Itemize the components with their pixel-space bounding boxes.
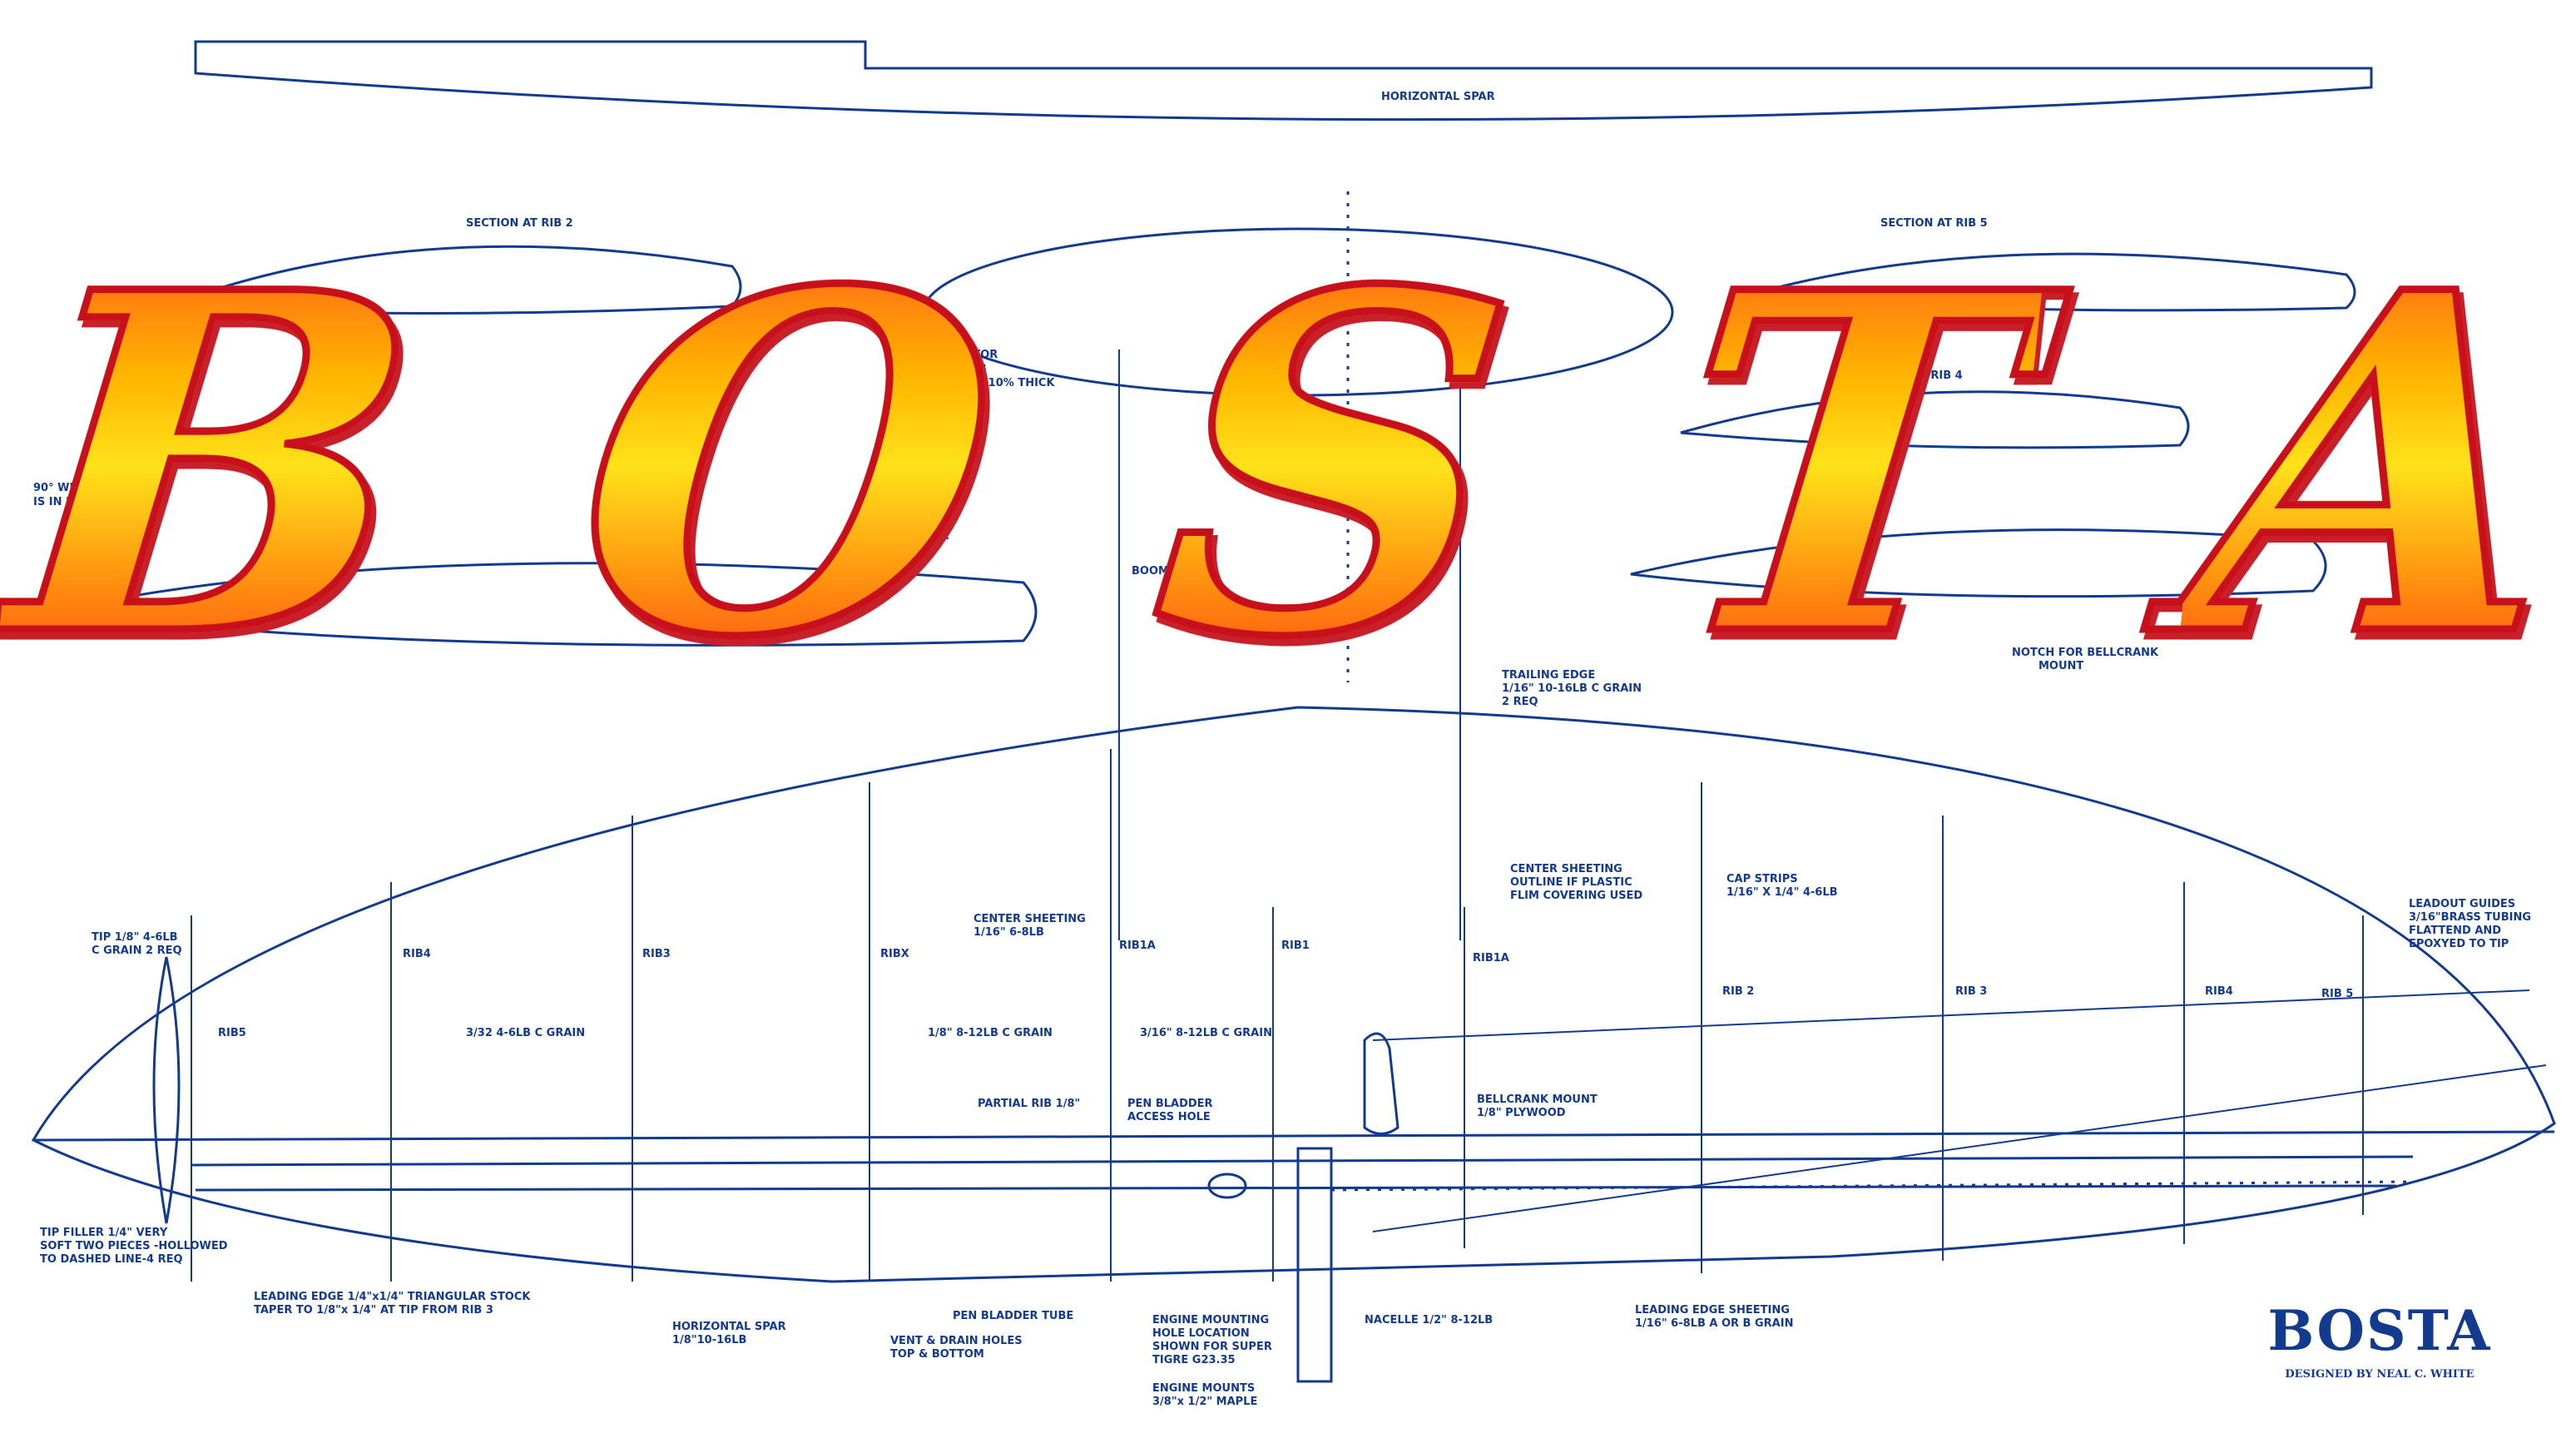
pen-bladder-access-hole bbox=[1207, 1173, 1247, 1199]
label-rib3-l: RIB3 bbox=[642, 948, 671, 960]
label-engine-mount-1: ENGINE MOUNTING bbox=[1152, 1314, 1269, 1326]
label-ribx: RIBX bbox=[880, 948, 909, 960]
label-tip-2: C GRAIN 2 REQ bbox=[92, 945, 182, 957]
label-rib1: RIB1 bbox=[1281, 940, 1310, 952]
label-leading-1: LEADING EDGE 1/4"x1/4" TRIANGULAR STOCK bbox=[254, 1291, 531, 1303]
label-engine-mount-2: HOLE LOCATION bbox=[1152, 1327, 1250, 1340]
label-section-rib2: SECTION AT RIB 2 bbox=[466, 217, 573, 230]
label-rib4-l: RIB4 bbox=[403, 948, 431, 960]
label-rib2-r: RIB 2 bbox=[1722, 985, 1754, 998]
airfoil-rib2 bbox=[166, 245, 742, 315]
label-kwik: KWIK-LINK bbox=[1219, 429, 1285, 442]
leadout-line-2 bbox=[1372, 1064, 2547, 1232]
airfoil-rib1a bbox=[49, 562, 1038, 647]
label-partial-rib: PARTIAL RIB 1/8" bbox=[978, 1098, 1080, 1110]
airfoil-rib5 bbox=[1746, 252, 2356, 312]
label-section-rib4: SECTION AT RIB 4 bbox=[1855, 369, 1963, 382]
label-center-sheet-r1: CENTER SHEETING bbox=[1510, 863, 1622, 875]
plan-title-block: BOSTA DESIGNED BY NEAL C. WHITE bbox=[2205, 1298, 2554, 1381]
label-cap-2: 1/16" X 1/4" 4-6LB bbox=[1726, 886, 1838, 899]
label-rib5-l: RIB5 bbox=[218, 1027, 246, 1039]
nacelle-outline bbox=[1296, 1147, 1333, 1383]
label-tip-filler-1: TIP FILLER 1/4" VERY bbox=[40, 1227, 168, 1239]
horizontal-spar-outline bbox=[194, 40, 2373, 121]
label-leadout-3: FLATTEND AND bbox=[2409, 925, 2501, 937]
label-booms: BOOMS bbox=[1132, 565, 1177, 578]
label-bellcrank-1: BELLCRANK MOUNT bbox=[1477, 1093, 1598, 1106]
spar-line-2 bbox=[195, 1184, 2397, 1192]
label-vert-1: INS VERTICALLY bbox=[2413, 615, 2509, 627]
label-neutral-2: IS IN NEUTRAL bbox=[33, 496, 122, 508]
label-vent-1: VENT & DRAIN HOLES bbox=[890, 1335, 1023, 1347]
label-grain-316: 3/16" 8-12LB C GRAIN bbox=[1140, 1027, 1272, 1039]
label-notch-1: NOTCH FOR BELLCRANK bbox=[2012, 647, 2159, 659]
leadout-line bbox=[1372, 989, 2530, 1041]
label-grain-18: 1/8" 8-12LB C GRAIN bbox=[928, 1027, 1053, 1039]
label-du-bro: DU BRO bbox=[1219, 415, 1266, 428]
label-leadout-1: LEADOUT GUIDES bbox=[2409, 898, 2515, 910]
label-vent-2: TOP & BOTTOM bbox=[890, 1348, 984, 1361]
label-center-sheet-r2: OUTLINE IF PLASTIC bbox=[1510, 876, 1632, 889]
label-tip-filler-3: TO DASHED LINE-4 REQ bbox=[40, 1253, 183, 1266]
label-engine-mounts-2: 3/8"x 1/2" MAPLE bbox=[1152, 1396, 1257, 1408]
label-pen-access-1: PEN BLADDER bbox=[1127, 1098, 1213, 1110]
label-cap-1: CAP STRIPS bbox=[1726, 873, 1798, 885]
label-pen-access-2: ACCESS HOLE bbox=[1127, 1111, 1211, 1123]
label-leading-2: TAPER TO 1/8"x 1/4" AT TIP FROM RIB 3 bbox=[254, 1304, 493, 1317]
label-hspar-1: HORIZONTAL SPAR bbox=[672, 1321, 786, 1333]
label-leadout-4: EPOXYED TO TIP bbox=[2409, 938, 2509, 950]
label-rib4-r: RIB4 bbox=[2205, 985, 2233, 998]
label-engine-mount-3: SHOWN FOR SUPER bbox=[1152, 1341, 1272, 1353]
label-notch-2: MOUNT bbox=[2039, 660, 2083, 672]
label-le-sheet-1: LEADING EDGE SHEETING bbox=[1635, 1304, 1790, 1317]
label-trailing-3: 2 REQ bbox=[1502, 696, 1538, 708]
spar-line bbox=[191, 1155, 2414, 1167]
airfoil-rib-right bbox=[1630, 528, 2327, 598]
designer-credit: DESIGNED BY NEAL C. WHITE bbox=[2285, 1368, 2474, 1381]
label-trailing-2: 1/16" 10-16LB C GRAIN bbox=[1502, 682, 1642, 695]
label-neutral-1: 90° WHEN STABIL bbox=[33, 482, 141, 494]
label-horizontal-spar-top: HORIZONTAL SPAR bbox=[1381, 91, 1495, 103]
label-leadout-2: 3/16"BRASS TUBING bbox=[2409, 911, 2531, 924]
label-center-sheet-r3: FLIM COVERING USED bbox=[1510, 890, 1642, 902]
stabilator-outline bbox=[922, 227, 1674, 397]
label-engine-mounts-1: ENGINE MOUNTS bbox=[1152, 1382, 1255, 1395]
label-vert-2: AL SPAR bbox=[2413, 628, 2464, 641]
label-rib1a-l: RIB1A bbox=[1119, 940, 1156, 952]
label-rib3-r: RIB 3 bbox=[1955, 985, 1987, 998]
label-rib5-r: RIB 5 bbox=[2321, 988, 2353, 1000]
label-stabilator-3: SHAPE TO 10% THICK bbox=[924, 377, 1055, 389]
leading-edge-line bbox=[32, 1130, 2555, 1142]
label-engine-mount-4: TIGRE G23.35 bbox=[1152, 1354, 1236, 1366]
label-outline-rib1a: LINE FOR RIB 1A bbox=[849, 530, 949, 543]
label-stabilator-2: 1/4" 4-6LB bbox=[924, 363, 987, 375]
label-nacelle: NACELLE 1/2" 8-12LB bbox=[1365, 1314, 1493, 1326]
label-le-sheet-2: 1/16" 6-8LB A OR B GRAIN bbox=[1635, 1317, 1793, 1330]
wingtip-piece bbox=[152, 956, 181, 1224]
label-center-sheet-l2: 1/16" 6-8LB bbox=[973, 926, 1044, 939]
label-hspar-2: 1/8"10-16LB bbox=[672, 1334, 746, 1346]
wing-planform-outline bbox=[31, 706, 2556, 1283]
label-rib1a-r: RIB1A bbox=[1473, 952, 1509, 964]
bellcrank bbox=[1363, 1032, 1399, 1135]
label-section-rib5: SECTION AT RIB 5 bbox=[1880, 217, 1988, 230]
label-grain-332: 3/32 4-6LB C GRAIN bbox=[466, 1027, 585, 1039]
label-pen-tube: PEN BLADDER TUBE bbox=[953, 1310, 1073, 1322]
plan-title: BOSTA bbox=[2267, 1298, 2492, 1363]
label-stabilator: STABILATOR bbox=[924, 349, 998, 361]
label-bellcrank-2: 1/8" PLYWOOD bbox=[1477, 1107, 1566, 1119]
label-tip-filler-2: SOFT TWO PIECES -HOLLOWED bbox=[40, 1240, 228, 1252]
label-tip-1: TIP 1/8" 4-6LB bbox=[92, 931, 178, 944]
airfoil-rib4 bbox=[1680, 390, 2190, 449]
label-trailing-1: TRAILING EDGE bbox=[1502, 669, 1595, 682]
label-center-sheet-l1: CENTER SHEETING bbox=[973, 913, 1086, 925]
label-control: CONTROL bbox=[1231, 357, 1290, 369]
